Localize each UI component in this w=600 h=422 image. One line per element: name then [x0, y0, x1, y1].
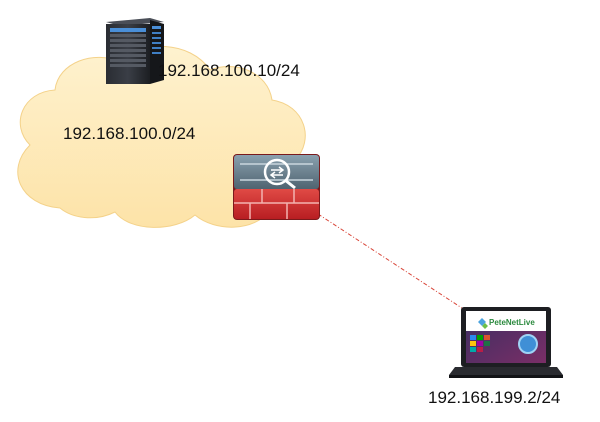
server-rack-icon	[106, 18, 164, 84]
screen-tiles	[470, 335, 490, 352]
laptop-icon: PeteNetLive	[449, 307, 563, 378]
screen-logo-icon	[478, 318, 488, 329]
firewall-asa-icon	[233, 154, 320, 220]
network-cidr-label: 192.168.100.0/24	[63, 124, 196, 143]
screen-brand-text: PeteNetLive	[489, 318, 535, 327]
laptop-ip-label: 192.168.199.2/24	[428, 388, 561, 407]
globe-icon	[518, 334, 538, 354]
network-link	[317, 213, 469, 313]
server-ip-label: 192.168.100.10/24	[158, 61, 300, 80]
